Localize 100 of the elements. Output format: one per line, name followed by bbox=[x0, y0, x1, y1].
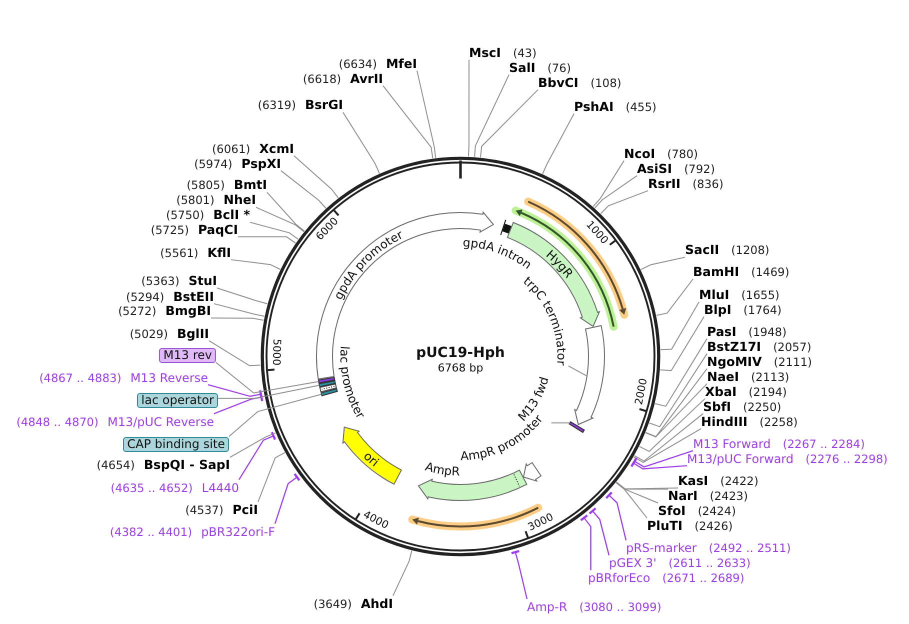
leader-line bbox=[600, 190, 648, 214]
site-position: (5363) bbox=[141, 274, 180, 288]
primer-range: (2492 .. 2511) bbox=[708, 541, 791, 556]
enzyme-name: KasI bbox=[678, 473, 708, 488]
primer-name: pBR322ori-F bbox=[201, 524, 275, 539]
primer-range: (2276 .. 2298) bbox=[806, 452, 888, 466]
leader-line bbox=[474, 74, 510, 158]
feature-tag: lac operator bbox=[137, 392, 218, 408]
site-position: (6319) bbox=[258, 98, 296, 112]
leader-line bbox=[342, 112, 380, 174]
site-position: (5805) bbox=[186, 178, 225, 192]
leader-line bbox=[594, 175, 638, 209]
site-position: (5974) bbox=[194, 156, 232, 171]
enzyme-name: XbaI bbox=[705, 384, 737, 399]
leader-line bbox=[638, 398, 706, 452]
site-position: (5801) bbox=[176, 193, 214, 208]
enzyme-name: HindIII bbox=[701, 414, 748, 429]
leader-line bbox=[230, 259, 281, 270]
feature-tag: M13 rev bbox=[159, 348, 216, 362]
enzyme-name: PluTI bbox=[647, 518, 683, 533]
enzyme-name: SacII bbox=[685, 242, 720, 258]
leader-line bbox=[632, 450, 694, 468]
leader-line bbox=[480, 89, 538, 158]
site-position: (6061) bbox=[212, 142, 250, 156]
leader-line bbox=[266, 192, 305, 232]
site-position: (6618) bbox=[302, 72, 342, 86]
leader-line bbox=[588, 508, 610, 556]
primer-range: (4382 .. 4401) bbox=[110, 524, 192, 539]
site-position: (2111) bbox=[774, 354, 812, 369]
plasmid-name: pUC19-Hph bbox=[416, 344, 505, 361]
site-position: (2258) bbox=[760, 414, 798, 429]
leader-line bbox=[648, 353, 708, 428]
enzyme-name: BspQI - SapI bbox=[144, 457, 230, 472]
enzyme-name: XcmI bbox=[259, 140, 294, 156]
tick-label: 4000 bbox=[361, 508, 390, 532]
leader-line bbox=[416, 70, 436, 158]
leader-line bbox=[633, 428, 702, 464]
site-position: (6634) bbox=[338, 56, 377, 71]
leader-line bbox=[218, 384, 320, 399]
leader-line bbox=[294, 155, 339, 198]
enzyme-name: PciI bbox=[232, 502, 258, 517]
site-position: (5029) bbox=[130, 326, 168, 341]
enzyme-name: KflI bbox=[207, 244, 231, 260]
enzyme-name: SfoI bbox=[658, 503, 686, 518]
leader-line bbox=[616, 482, 678, 490]
site-position: (3649) bbox=[314, 596, 352, 611]
leader-line bbox=[258, 452, 286, 502]
feature-tag: CAP binding site bbox=[123, 436, 229, 452]
site-position: (780) bbox=[667, 146, 698, 161]
primer-range: (2267 .. 2284) bbox=[782, 436, 865, 451]
feature-label: AmpR bbox=[424, 459, 460, 479]
leader-line bbox=[605, 492, 627, 540]
enzyme-name: BglII bbox=[176, 326, 209, 341]
tick-label: 2000 bbox=[633, 377, 650, 406]
site-position: (5725) bbox=[150, 223, 189, 238]
site-position: (43) bbox=[512, 46, 537, 60]
leader-line bbox=[250, 222, 299, 240]
site-position: (5750) bbox=[166, 208, 204, 222]
enzyme-name: AvrII bbox=[350, 70, 383, 86]
site-position: (108) bbox=[590, 76, 622, 90]
enzyme-name: NgoMIV bbox=[707, 354, 762, 369]
enzyme-name: StuI bbox=[188, 273, 217, 288]
enzyme-name: MfeI bbox=[386, 56, 417, 71]
site-position: (2422) bbox=[720, 474, 758, 488]
enzyme-name: SalI bbox=[509, 60, 536, 75]
tick-label: 5000 bbox=[270, 338, 283, 366]
tick-label: 3000 bbox=[526, 511, 556, 534]
leader-line bbox=[654, 338, 708, 407]
site-position: (2057) bbox=[773, 340, 812, 354]
leader-line bbox=[580, 514, 592, 570]
site-position: (1208) bbox=[731, 243, 770, 258]
leader-line bbox=[645, 368, 708, 438]
enzyme-name: RsrII bbox=[648, 176, 681, 191]
primer-name: Amp-R bbox=[527, 600, 568, 614]
leader-line bbox=[656, 278, 694, 316]
enzyme-name: BbvCI bbox=[538, 74, 578, 90]
site-position: (836) bbox=[692, 176, 724, 191]
site-position: (1469) bbox=[751, 265, 790, 279]
enzyme-name: BclI * bbox=[213, 207, 250, 222]
primer-name: M13 Forward bbox=[693, 436, 771, 451]
site-position: (2423) bbox=[710, 489, 748, 503]
leader-line bbox=[208, 384, 263, 398]
leader-line bbox=[542, 113, 574, 174]
enzyme-name: BlpI bbox=[704, 302, 732, 317]
primer-name: M13 Reverse bbox=[130, 370, 208, 385]
leader-line bbox=[550, 422, 570, 424]
site-position: (455) bbox=[626, 100, 657, 114]
enzyme-name: PasI bbox=[707, 324, 736, 339]
enzyme-name: PspXI bbox=[241, 156, 281, 171]
enzyme-name: BamHI bbox=[693, 264, 740, 279]
primer-range: (2671 .. 2689) bbox=[662, 571, 744, 586]
primer-name: L4440 bbox=[202, 480, 239, 495]
site-position: (1948) bbox=[748, 324, 787, 339]
primer-name: M13/pUC Forward bbox=[687, 452, 794, 466]
enzyme-name: BstEII bbox=[173, 288, 214, 304]
site-position: (1764) bbox=[743, 302, 782, 317]
enzyme-name: AhdI bbox=[360, 596, 393, 611]
enzyme-name: BmtI bbox=[234, 177, 267, 192]
enzyme-name: NarI bbox=[668, 488, 698, 503]
primer-range: (4635 .. 4652) bbox=[110, 480, 193, 495]
